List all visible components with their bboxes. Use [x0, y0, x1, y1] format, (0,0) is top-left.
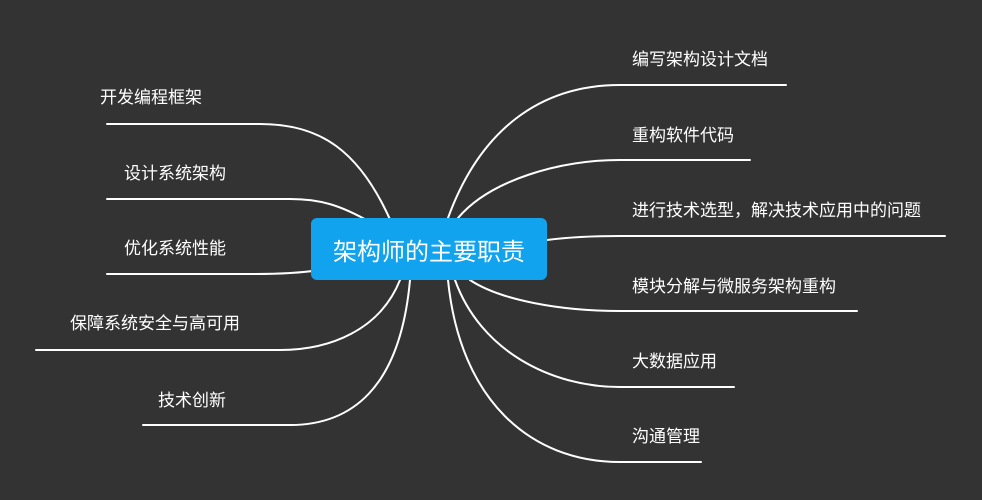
branch-right-4: 大数据应用	[632, 352, 717, 372]
branch-right-2: 进行技术选型，解决技术应用中的问题	[632, 201, 921, 221]
connector-right-0	[447, 84, 787, 219]
connector-left-0	[106, 123, 393, 225]
connector-left-2	[106, 269, 321, 275]
branch-right-1: 重构软件代码	[632, 126, 734, 146]
branch-left-1: 设计系统架构	[124, 164, 226, 184]
connector-right-1	[457, 159, 751, 219]
connector-left-4	[142, 279, 411, 426]
branch-right-3: 模块分解与微服务架构重构	[632, 277, 836, 297]
branch-left-4: 技术创新	[158, 391, 226, 411]
branch-right-0: 编写架构设计文档	[632, 50, 768, 70]
root-node: 架构师的主要职责	[311, 218, 547, 280]
branch-left-3: 保障系统安全与高可用	[70, 314, 240, 334]
connector-left-3	[35, 279, 401, 351]
connector-right-2	[546, 235, 946, 241]
branch-left-2: 优化系统性能	[124, 239, 226, 259]
branch-left-0: 开发编程框架	[100, 88, 202, 108]
connector-left-1	[106, 198, 371, 223]
connector-right-4	[454, 279, 735, 388]
connector-right-5	[447, 279, 702, 463]
connector-right-3	[469, 279, 858, 312]
branch-right-5: 沟通管理	[632, 427, 700, 447]
